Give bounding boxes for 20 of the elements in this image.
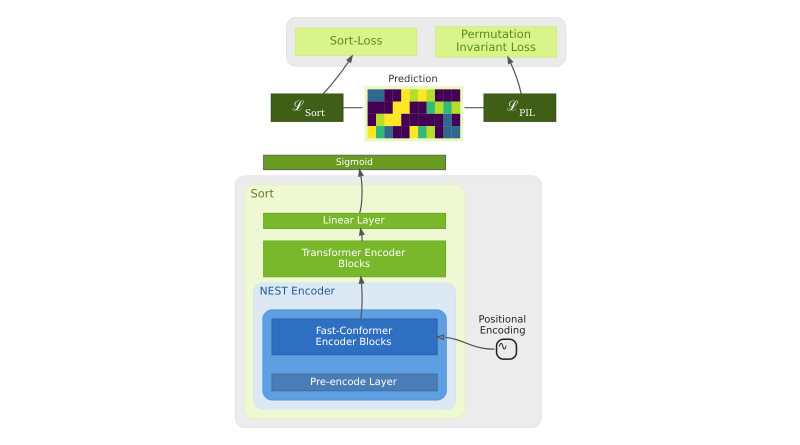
node-label: Positional Encoding bbox=[478, 314, 526, 336]
node-box: Fast-Conformer Encoder Blocks bbox=[271, 318, 438, 356]
arrow bbox=[506, 56, 522, 94]
arrow bbox=[322, 54, 353, 94]
cluster bbox=[262, 309, 446, 400]
node-box: ℒ$_{Sort}$ bbox=[270, 94, 343, 122]
connector bbox=[342, 107, 362, 108]
node-box: Permutation Invariant Loss bbox=[434, 26, 557, 58]
node-box: Pre-encode Layer bbox=[271, 374, 438, 392]
arrow bbox=[358, 275, 364, 319]
arrow bbox=[434, 334, 494, 350]
node-box: Sigmoid bbox=[262, 154, 446, 170]
node-box: Transformer Encoder Blocks bbox=[262, 240, 446, 278]
connector bbox=[464, 107, 484, 108]
node-box bbox=[364, 86, 463, 142]
node-label: Prediction bbox=[388, 74, 438, 85]
node-box: Sort-Loss bbox=[294, 28, 416, 56]
node-box: Linear Layer bbox=[262, 212, 446, 229]
arrow bbox=[358, 168, 364, 214]
node-box: ℒ$_{PIL}$ bbox=[483, 94, 556, 122]
